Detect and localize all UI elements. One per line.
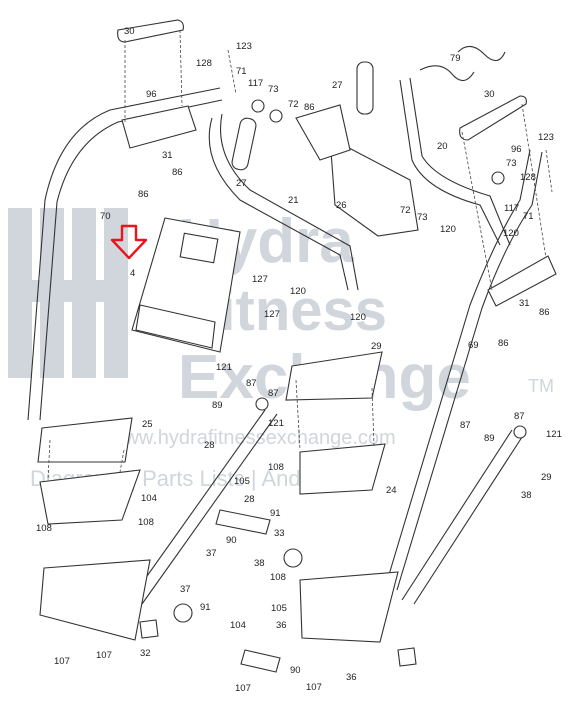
callout-label: 87 xyxy=(268,388,279,399)
callout-label: 25 xyxy=(142,419,153,430)
pedals xyxy=(37,351,399,643)
callout-label: 86 xyxy=(304,102,315,113)
callout-label: 91 xyxy=(200,602,211,613)
callout-label: 37 xyxy=(206,548,217,559)
callout-label: 86 xyxy=(498,338,509,349)
handgrips xyxy=(231,61,374,171)
callout-label: 20 xyxy=(437,141,448,152)
callout-label: 36 xyxy=(276,620,287,631)
callout-label: 87 xyxy=(246,378,257,389)
callout-label: 127 xyxy=(252,274,268,285)
upper-body-frame xyxy=(208,77,511,291)
callout-label: 29 xyxy=(371,341,382,352)
callout-label: 120 xyxy=(440,224,456,235)
callout-label: 104 xyxy=(230,620,246,631)
callout-label: 107 xyxy=(96,650,112,661)
callout-label: 120 xyxy=(503,228,519,239)
callout-label: 96 xyxy=(146,89,157,100)
callout-label: 38 xyxy=(254,558,265,569)
callout-label: 107 xyxy=(54,656,70,667)
callout-label: 28 xyxy=(204,440,215,451)
callout-label: 72 xyxy=(288,99,299,110)
callout-label: 31 xyxy=(519,298,530,309)
callout-label: 96 xyxy=(511,144,522,155)
callout-label: 30 xyxy=(124,26,135,37)
callout-label: 105 xyxy=(234,476,250,487)
callout-label: 73 xyxy=(268,84,279,95)
callout-label: 108 xyxy=(36,523,52,534)
assembly-lines xyxy=(47,29,553,481)
callout-label: 89 xyxy=(212,400,223,411)
callout-label: 27 xyxy=(332,80,343,91)
callout-label: 108 xyxy=(138,517,154,528)
callout-label: 91 xyxy=(270,508,281,519)
callout-label: 71 xyxy=(236,66,247,77)
callout-label: 73 xyxy=(417,212,428,223)
callout-labels: 30 123 128 96 71 117 73 72 86 27 79 30 9… xyxy=(36,26,562,694)
console xyxy=(131,217,241,353)
callout-label: 121 xyxy=(268,418,284,429)
callout-label: 29 xyxy=(541,472,552,483)
callout-label: 107 xyxy=(235,683,251,694)
callout-label: 87 xyxy=(514,411,525,422)
right-handlebar xyxy=(384,95,557,591)
callout-label: 121 xyxy=(546,429,562,440)
callout-label: 37 xyxy=(180,584,191,595)
callout-label: 33 xyxy=(274,528,285,539)
callout-label: 86 xyxy=(539,307,550,318)
callout-label: 89 xyxy=(484,433,495,444)
callout-label: 31 xyxy=(162,150,173,161)
callout-label: 123 xyxy=(538,132,554,143)
callout-label: 36 xyxy=(346,672,357,683)
wires xyxy=(419,45,506,82)
callout-label: 26 xyxy=(336,200,347,211)
callout-label: 107 xyxy=(306,682,322,693)
callout-label: 38 xyxy=(521,490,532,501)
callout-label: 104 xyxy=(141,493,157,504)
highlight-arrow xyxy=(110,224,148,260)
callout-label: 121 xyxy=(216,362,232,373)
callout-label: 108 xyxy=(270,572,286,583)
callout-label: 79 xyxy=(450,53,461,64)
callout-label: 87 xyxy=(460,420,471,431)
callout-label: 71 xyxy=(523,211,534,222)
watermark-trademark: TM xyxy=(528,376,554,396)
callout-label: 28 xyxy=(244,494,255,505)
callout-label: 30 xyxy=(484,89,495,100)
callout-label: 24 xyxy=(386,485,397,496)
callout-label: 120 xyxy=(290,286,306,297)
callout-label: 27 xyxy=(236,178,247,189)
callout-label: 69 xyxy=(468,340,479,351)
callout-label: 86 xyxy=(138,189,149,200)
callout-label: 21 xyxy=(288,195,299,206)
callout-label: 128 xyxy=(196,58,212,69)
callout-label: 108 xyxy=(268,462,284,473)
callout-label: 32 xyxy=(140,648,151,659)
callout-label: 90 xyxy=(290,665,301,676)
callout-label: 4 xyxy=(130,268,135,279)
watermark-logo xyxy=(8,208,128,378)
watermark-url: www.hydrafitnessexchange.com xyxy=(109,427,396,449)
callout-label: 90 xyxy=(226,535,237,546)
left-handlebar xyxy=(27,19,223,421)
callout-label: 73 xyxy=(506,158,517,169)
callout-label: 70 xyxy=(100,211,111,222)
callout-label: 120 xyxy=(350,312,366,323)
callout-label: 117 xyxy=(248,78,263,89)
rollers-and-links xyxy=(139,99,527,673)
callout-label: 117 xyxy=(504,203,519,214)
pedal-arms xyxy=(129,409,525,605)
callout-label: 86 xyxy=(172,167,183,178)
callout-label: 123 xyxy=(236,41,252,52)
callout-label: 105 xyxy=(271,603,287,614)
callout-label: 128 xyxy=(520,172,536,183)
callout-label: 72 xyxy=(400,205,411,216)
callout-label: 127 xyxy=(264,309,280,320)
